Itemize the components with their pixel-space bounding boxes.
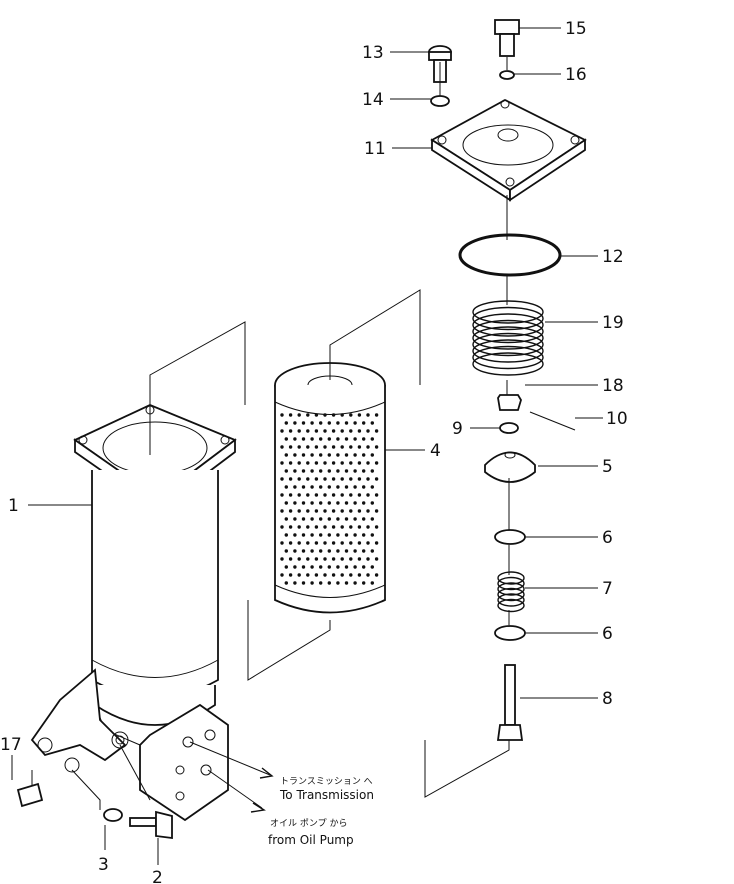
callout-3: 3 (98, 855, 109, 875)
callout-12: 12 (602, 247, 624, 267)
cotter-pin-10 (529, 411, 576, 431)
note-from-pump-jp: オイル ポンプ から (270, 818, 347, 829)
bolt-2 (129, 810, 173, 840)
callout-6-upper: 6 (602, 528, 613, 548)
seat-6-upper (494, 529, 526, 545)
callout-14: 14 (362, 90, 384, 110)
cover-plate (430, 98, 587, 202)
assembly-lines (31, 57, 510, 813)
callout-labels: 1 2 3 4 5 6 6 7 8 9 10 11 12 13 14 15 16… (0, 19, 628, 884)
callout-6-lower: 6 (602, 624, 613, 644)
washer-16 (499, 70, 515, 80)
callout-15: 15 (565, 19, 587, 39)
nut-18 (497, 394, 522, 411)
spring-19 (472, 300, 544, 376)
plug-17 (16, 782, 44, 808)
washer-3 (103, 808, 123, 822)
filter-case (30, 404, 237, 822)
seat-6-lower (494, 625, 526, 641)
flow-notes: トランスミッション へ To Transmission オイル ポンプ から f… (268, 776, 374, 847)
callout-11: 11 (364, 139, 386, 159)
callout-16: 16 (565, 65, 587, 85)
callout-5: 5 (602, 457, 613, 477)
note-to-transmission-jp: トランスミッション へ (280, 776, 373, 787)
perforation-pattern (280, 413, 379, 585)
note-from-pump: from Oil Pump (268, 833, 354, 847)
washer-9 (499, 422, 519, 434)
callout-18: 18 (602, 376, 624, 396)
callout-13: 13 (362, 43, 384, 63)
filter-element (274, 362, 386, 614)
callout-8: 8 (602, 689, 613, 709)
callout-2: 2 (152, 868, 163, 884)
spring-7 (497, 571, 525, 613)
bolt-8 (496, 664, 524, 741)
callout-leaders (11, 27, 603, 865)
callout-10: 10 (606, 409, 628, 429)
callout-1: 1 (8, 496, 19, 516)
valve-5 (484, 451, 536, 483)
callout-19: 19 (602, 313, 624, 333)
o-ring-12 (458, 233, 562, 277)
bolt-15 (494, 19, 520, 57)
callout-4: 4 (430, 441, 441, 461)
washer-14 (430, 95, 450, 107)
callout-9: 9 (452, 419, 463, 439)
callout-17: 17 (0, 735, 22, 755)
note-to-transmission: To Transmission (279, 788, 374, 802)
callout-7: 7 (602, 579, 613, 599)
